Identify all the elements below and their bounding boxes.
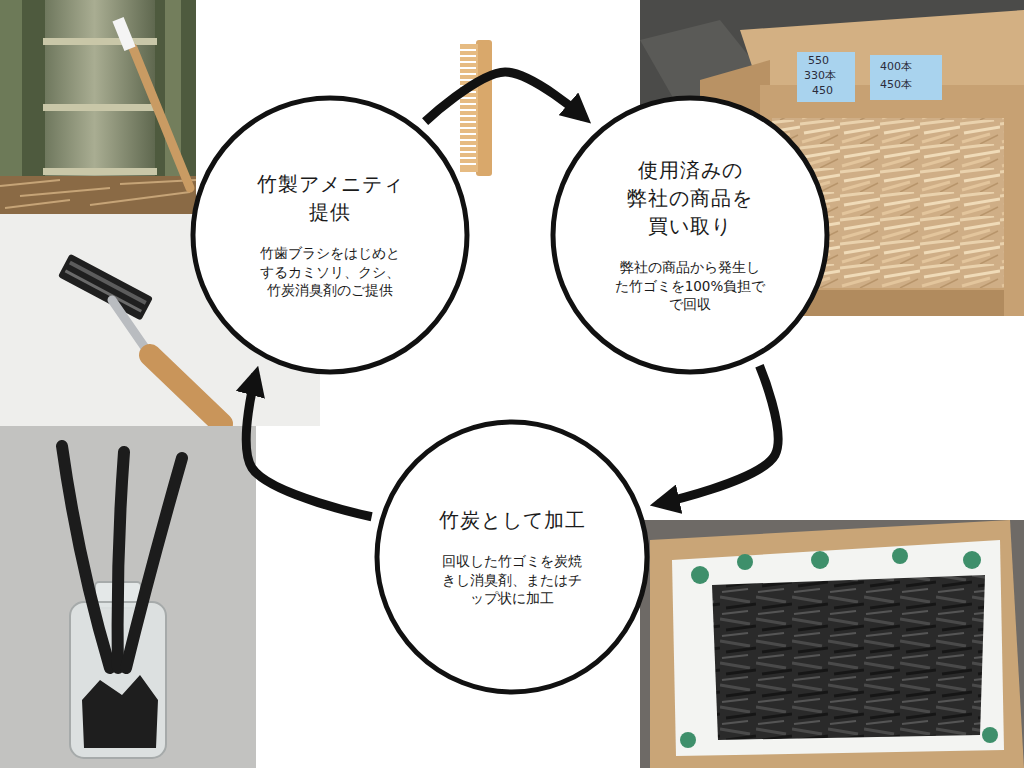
circle-content: 使用済みの 弊社の商品を 買い取り弊社の商品から発生し た竹ゴミを100%負担で… (550, 95, 830, 375)
charcoal-box-photo (640, 520, 1024, 768)
process-circle: 竹炭として加工回収した竹ゴミを炭焼 きし消臭剤、またはチ ップ状に加工 (374, 419, 650, 695)
sticky-note-text: 400本 (880, 61, 912, 73)
wooden-comb-photo (460, 40, 492, 176)
sticky-note-text: 550 (808, 55, 829, 67)
process-circle: 竹製アメニティ 提供竹歯ブラシをはじめと するカミソリ、クシ、 竹炭消臭剤のご提… (190, 95, 470, 375)
cycle-arrow (246, 375, 371, 517)
cycle-arrow (425, 72, 584, 122)
sticky-note-text: 330本 (804, 70, 836, 82)
sticky-note-text: 450 (812, 85, 833, 97)
process-circle: 使用済みの 弊社の商品を 買い取り弊社の商品から発生し た竹ゴミを100%負担で… (550, 95, 830, 375)
sticky-note-text: 450本 (880, 79, 912, 91)
circle-body: 回収した竹ゴミを炭焼 きし消臭剤、またはチ ップ状に加工 (427, 552, 597, 609)
circle-heading: 竹製アメニティ 提供 (245, 170, 415, 226)
bamboo-toothbrush-photo (0, 0, 196, 214)
charcoal-diffuser-photo (0, 426, 256, 768)
circle-content: 竹製アメニティ 提供竹歯ブラシをはじめと するカミソリ、クシ、 竹炭消臭剤のご提… (190, 95, 470, 375)
circle-body: 竹歯ブラシをはじめと するカミソリ、クシ、 竹炭消臭剤のご提供 (245, 244, 415, 301)
circle-content: 竹炭として加工回収した竹ゴミを炭焼 きし消臭剤、またはチ ップ状に加工 (374, 419, 650, 695)
circle-body: 弊社の商品から発生し た竹ゴミを100%負担で で回収 (605, 258, 775, 315)
circle-heading: 使用済みの 弊社の商品を 買い取り (605, 156, 775, 240)
cycle-arrow (659, 366, 779, 504)
circle-outline (190, 95, 470, 375)
circle-heading: 竹炭として加工 (427, 506, 597, 534)
